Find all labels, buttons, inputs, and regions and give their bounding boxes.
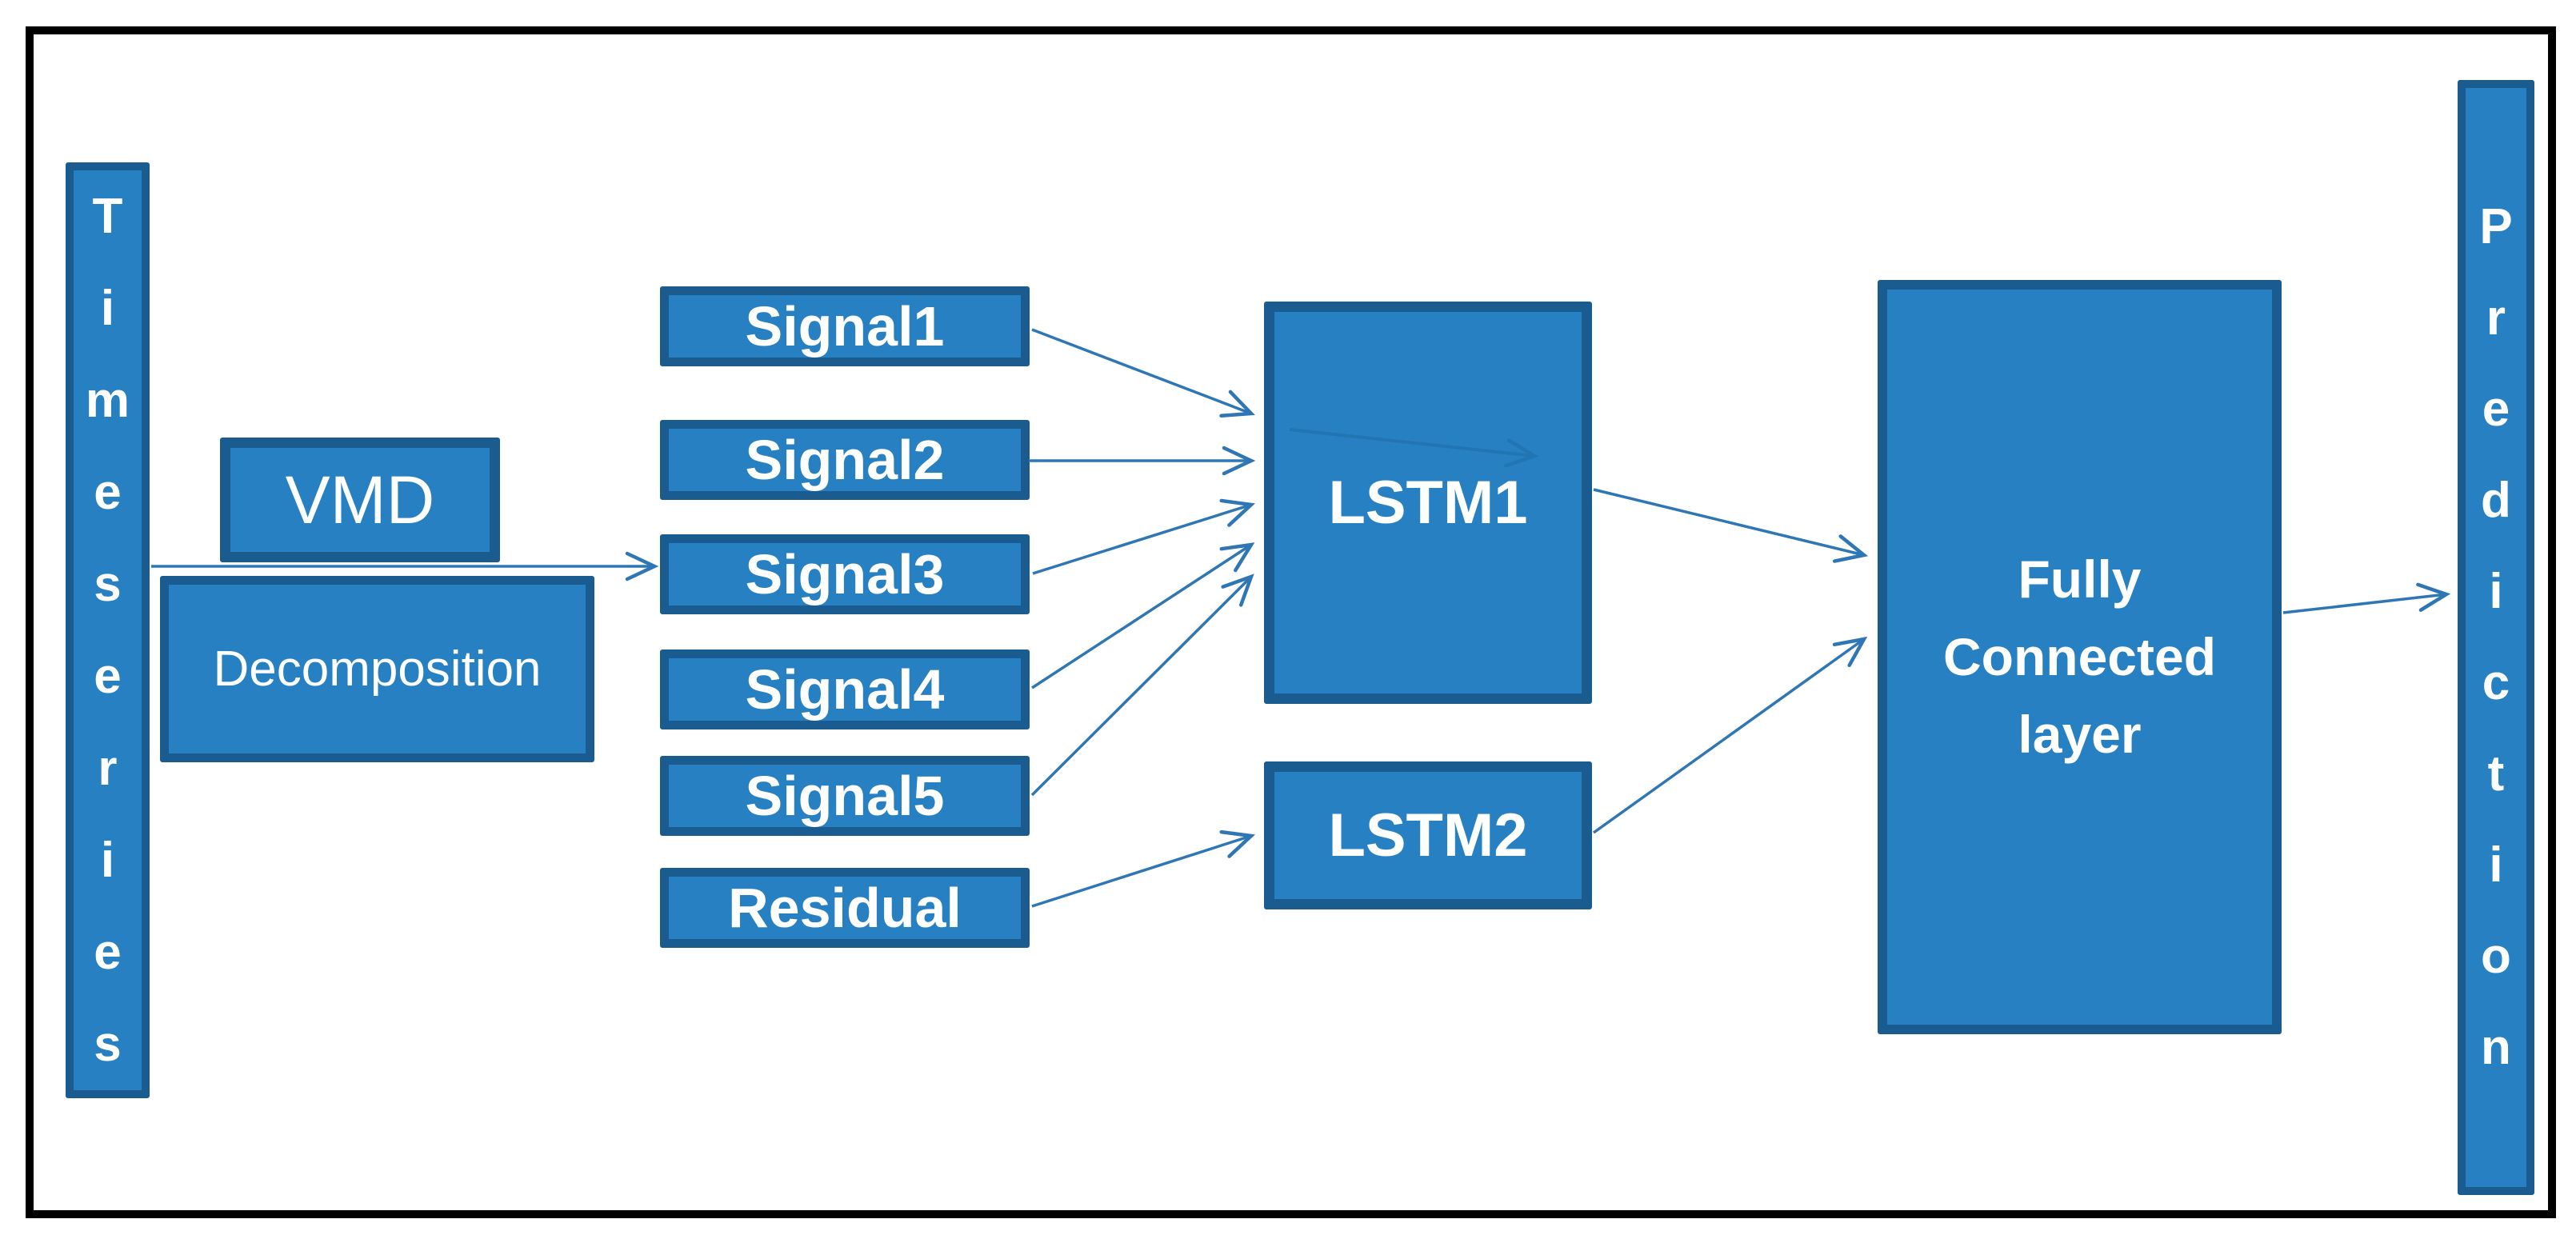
outer-frame <box>26 26 2556 1218</box>
prediction-label: P r e d i c t i o n <box>2479 199 2513 1075</box>
vmd-box: VMD <box>220 438 500 562</box>
signal5-box: Signal5 <box>660 756 1030 836</box>
timeseries-box: T i m e s e r i e s <box>66 162 150 1098</box>
vmd-label: VMD <box>285 462 435 538</box>
signal3-label: Signal3 <box>745 543 945 606</box>
signal2-label: Signal2 <box>745 429 945 491</box>
lstm2-label: LSTM2 <box>1328 801 1528 869</box>
lstm2-box: LSTM2 <box>1264 761 1592 909</box>
lstm1-box: LSTM1 <box>1264 302 1592 704</box>
signal5-label: Signal5 <box>745 765 945 827</box>
signal4-label: Signal4 <box>745 658 945 721</box>
signal4-box: Signal4 <box>660 649 1030 729</box>
lstm1-label: LSTM1 <box>1328 469 1528 537</box>
decomposition-box: Decomposition <box>160 576 594 762</box>
prediction-box: P r e d i c t i o n <box>2458 80 2534 1195</box>
signal1-box: Signal1 <box>660 286 1030 366</box>
signal3-box: Signal3 <box>660 534 1030 614</box>
signal2-box: Signal2 <box>660 420 1030 500</box>
residual-box: Residual <box>660 868 1030 948</box>
residual-label: Residual <box>728 877 962 939</box>
fully-connected-label: Fully Connected layer <box>1942 550 2217 764</box>
timeseries-label: T i m e s e r i e s <box>85 189 130 1072</box>
decomposition-label: Decomposition <box>213 641 542 697</box>
fully-connected-box: Fully Connected layer <box>1878 280 2282 1034</box>
signal1-label: Signal1 <box>745 295 945 358</box>
